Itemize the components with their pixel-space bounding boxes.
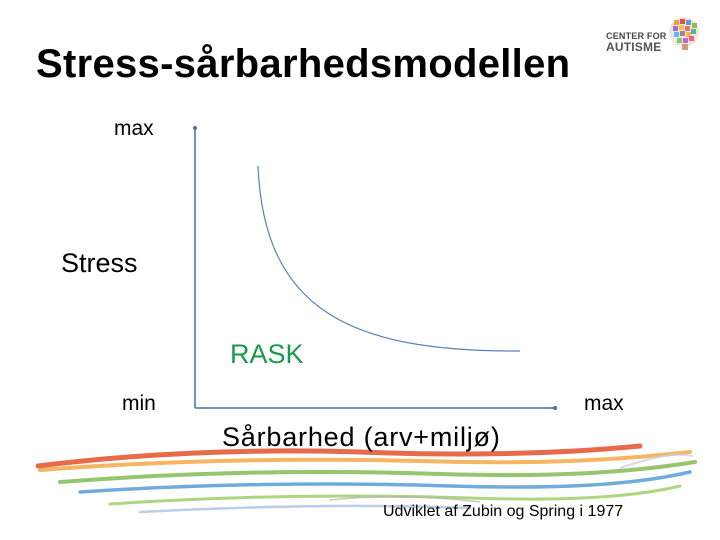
region-label-rask: RASK — [230, 339, 304, 369]
x-axis-label: Sårbarhed (arv+miljø) — [222, 422, 501, 452]
logo-line-1: CENTER FOR — [606, 31, 667, 41]
threshold-curve — [257, 165, 521, 352]
logo-text: CENTER FOR AUTISME — [606, 31, 667, 54]
x-axis-min-label: min — [122, 392, 156, 415]
y-axis-arrow-tip — [193, 126, 197, 130]
decorative-brush-strokes — [35, 443, 697, 514]
y-axis-max-label: max — [114, 117, 154, 140]
page-title: Stress-sårbarhedsmodellen — [36, 42, 571, 86]
footer-credit: Udviklet af Zubin og Spring i 1977 — [383, 503, 624, 520]
center-for-autisme-logo: CENTER FOR AUTISME — [606, 12, 706, 64]
brain-mosaic-icon — [669, 17, 699, 50]
y-axis-label: Stress — [61, 248, 138, 278]
x-axis-arrow-tip — [553, 406, 557, 410]
logo-line-2: AUTISME — [606, 40, 662, 54]
x-axis-max-label: max — [584, 392, 624, 415]
